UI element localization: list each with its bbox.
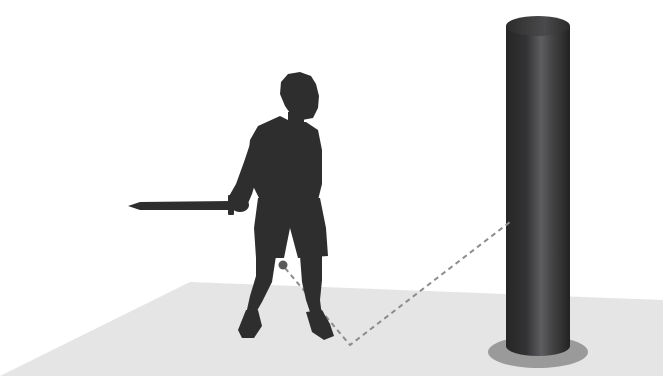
sword-icon [128, 201, 232, 210]
ball-icon [279, 261, 288, 270]
pillar [506, 16, 570, 356]
